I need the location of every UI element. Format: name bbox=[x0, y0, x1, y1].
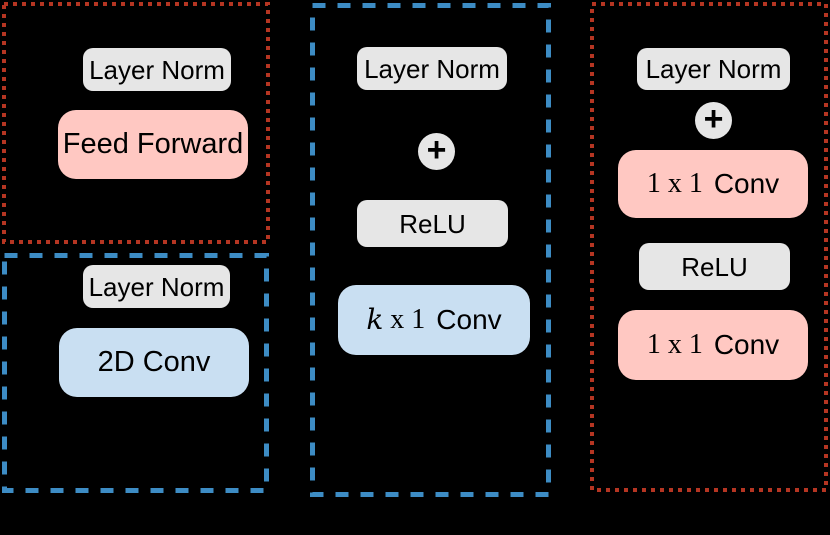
pointwise-conv-block-2: 1 x 1 Conv bbox=[618, 310, 808, 380]
panel-k-x-1-conv-module: Layer Norm + ReLU k x 1 Conv bbox=[310, 3, 551, 497]
conv-label: Conv bbox=[713, 168, 780, 199]
layer-norm-label: Layer Norm bbox=[89, 54, 225, 85]
conv-label: Conv bbox=[713, 329, 780, 360]
blue-dashed-border bbox=[2, 253, 269, 493]
red-dotted-border bbox=[2, 2, 270, 244]
layer-norm-label: Layer Norm bbox=[645, 54, 782, 84]
k-x-1-conv-block: k x 1 Conv bbox=[338, 285, 530, 355]
conv-2d-block: 2D Conv bbox=[59, 328, 249, 397]
panel-conv-2d-module: Layer Norm 2D Conv bbox=[2, 253, 269, 493]
layer-norm-block: Layer Norm bbox=[357, 47, 507, 90]
red-dotted-border bbox=[590, 2, 828, 492]
conv-kernel-size: 1 x 1 bbox=[646, 168, 703, 199]
feed-forward-block: Feed Forward bbox=[58, 110, 248, 179]
blue-dashed-border bbox=[310, 3, 551, 497]
panel-feed-forward-module: Layer Norm Feed Forward bbox=[2, 2, 270, 244]
plus-label: + bbox=[426, 130, 447, 169]
pointwise-conv-block-1: 1 x 1 Conv bbox=[618, 150, 808, 218]
relu-label: ReLU bbox=[399, 208, 466, 239]
residual-add-icon: + bbox=[695, 99, 732, 139]
layer-norm-block: Layer Norm bbox=[637, 48, 790, 90]
relu-block: ReLU bbox=[639, 243, 790, 290]
plus-label: + bbox=[703, 99, 724, 138]
conv-2d-label: 2D Conv bbox=[97, 346, 211, 378]
conv-kernel-size: x 1 bbox=[383, 304, 426, 335]
layer-norm-label: Layer Norm bbox=[88, 271, 225, 302]
conv-kernel-var: k bbox=[366, 303, 384, 336]
feed-forward-label: Feed Forward bbox=[62, 128, 244, 160]
conv-kernel-size: 1 x 1 bbox=[646, 329, 703, 360]
panel-pointwise-conv-module: Layer Norm + 1 x 1 Conv ReLU 1 x 1 Conv bbox=[590, 2, 828, 492]
relu-label: ReLU bbox=[681, 251, 748, 282]
conv-label: Conv bbox=[436, 304, 502, 335]
layer-norm-label: Layer Norm bbox=[364, 53, 500, 84]
relu-block: ReLU bbox=[357, 200, 508, 247]
residual-add-icon: + bbox=[418, 130, 455, 170]
layer-norm-block: Layer Norm bbox=[83, 265, 230, 308]
layer-norm-block: Layer Norm bbox=[83, 48, 231, 91]
